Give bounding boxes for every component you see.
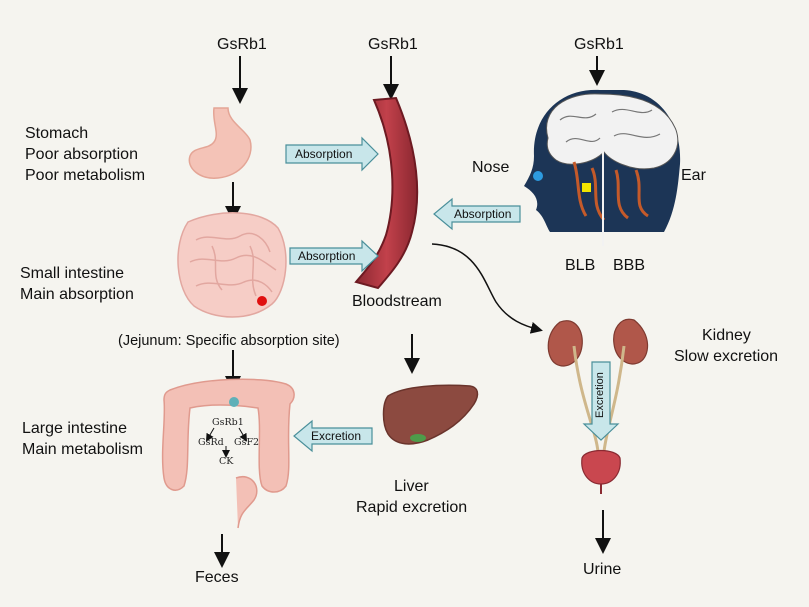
stomach-icon <box>188 107 252 179</box>
large-intestine-title: Large intestine <box>22 420 127 437</box>
kidney-bladder-icon <box>547 318 649 494</box>
urine-label: Urine <box>583 561 622 578</box>
liver-title: Liver <box>394 478 429 495</box>
nose-label: Nose <box>472 159 510 176</box>
gsrb1-label-brain: GsRb1 <box>574 36 624 53</box>
arrow-blood-kidney <box>431 243 543 334</box>
absorption-arrow-stomach <box>285 136 379 172</box>
absorption-label-intestine: Absorption <box>298 249 356 263</box>
bbb-label: BBB <box>613 257 646 274</box>
excretion-label-liver: Excretion <box>311 429 362 443</box>
small-intestine-icon <box>177 212 287 318</box>
large-intestine-metabolism: Main metabolism <box>22 441 143 458</box>
excretion-label-kidney: Excretion <box>594 372 606 418</box>
metab-arrow-left <box>205 427 215 442</box>
blb-label: BLB <box>565 257 596 274</box>
stomach-absorption: Poor absorption <box>25 146 138 163</box>
liver-icon <box>382 384 479 445</box>
metabolite-gsrb1: GsRb1 <box>212 417 244 428</box>
small-intestine-absorption: Main absorption <box>20 286 134 303</box>
gsrb1-label-blood: GsRb1 <box>368 36 418 53</box>
absorption-label-brain: Absorption <box>454 207 512 221</box>
liver-excretion: Rapid excretion <box>356 499 468 516</box>
metabolite-gsrd: GsRd <box>198 437 224 448</box>
blood-vessel-icon <box>354 96 419 290</box>
stomach-title: Stomach <box>25 125 89 142</box>
gsrb1-label-stomach: GsRb1 <box>217 36 267 53</box>
stomach-metabolism: Poor metabolism <box>25 167 146 184</box>
large-intestine-icon <box>161 378 295 529</box>
colon-marker <box>229 397 239 407</box>
excretion-arrow-kidney <box>582 361 620 441</box>
excretion-arrow-liver <box>293 419 373 453</box>
kidney-excretion: Slow excretion <box>674 348 779 365</box>
metab-arrow-right <box>238 427 248 442</box>
absorption-label-stomach: Absorption <box>295 147 353 161</box>
ear-label: Ear <box>681 167 706 184</box>
metabolite-ck: CK <box>219 456 234 467</box>
jejunum-note: (Jejunum: Specific absorption site) <box>118 333 340 349</box>
kidney-title: Kidney <box>702 327 751 344</box>
absorption-arrow-intestine <box>289 239 379 273</box>
brain-head-icon <box>524 89 681 246</box>
absorption-arrow-brain <box>433 197 521 231</box>
metabolite-gsf2: GsF2 <box>234 437 260 448</box>
feces-label: Feces <box>195 569 239 586</box>
jejunum-marker <box>257 296 267 306</box>
bloodstream-label: Bloodstream <box>352 293 442 310</box>
small-intestine-title: Small intestine <box>20 265 125 282</box>
